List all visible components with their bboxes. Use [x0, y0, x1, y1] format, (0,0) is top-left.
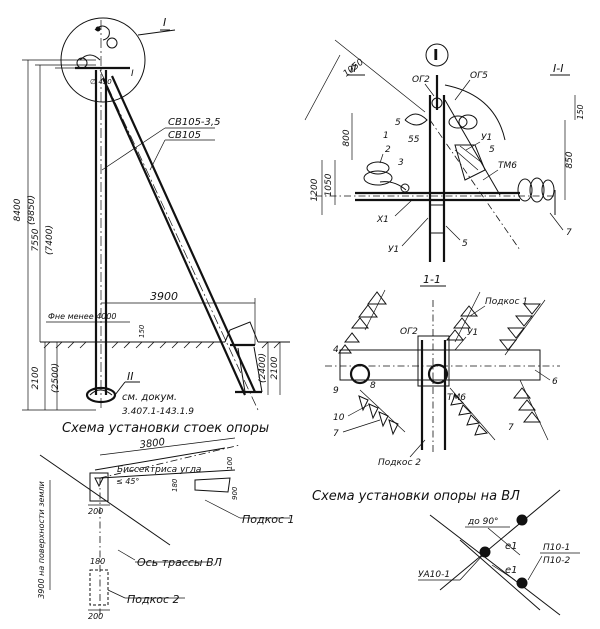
label-p10-2: П10-2: [543, 556, 570, 566]
span-dim: 3900: [150, 290, 178, 303]
label-og2: ОГ2: [412, 75, 430, 85]
depth-brace: 2100: [270, 356, 280, 379]
label-9: 9: [333, 386, 339, 396]
line-plan-caption: Схема установки опоры на ВЛ: [312, 489, 520, 504]
wire-label-1: СВ105-3,5: [168, 117, 220, 128]
section-mark-left: II: [350, 62, 357, 75]
label-brace-2: Подкос 2: [378, 458, 421, 468]
label-55: 55: [408, 135, 420, 145]
detail-section-mark: I: [131, 69, 134, 79]
label-7: 7: [566, 228, 572, 238]
detail-I: I II I-I: [304, 39, 585, 262]
insulator-string-upper-mid: [445, 291, 481, 343]
insulator-string-lower-right: [512, 379, 549, 441]
small-dim: 150: [138, 324, 146, 338]
label-og2-section: ОГ2: [400, 327, 418, 337]
dim-diag: 1050: [342, 57, 366, 79]
label-u1-bottom: У1: [388, 245, 399, 255]
label-6: 6: [552, 377, 558, 387]
label-tm6: ТМ6: [498, 161, 517, 171]
wire-label-2: СВ105: [168, 130, 201, 141]
label-brace-2-plan: Подкос 2: [127, 593, 180, 606]
insulator-string-upper-right: [498, 299, 546, 356]
callout-II: II: [127, 370, 134, 383]
insulator-string-lower-mid: [449, 387, 496, 441]
label-3: 3: [398, 158, 404, 168]
plan-caption: Схема установки стоек опоры: [62, 421, 269, 436]
ground-note: Фне менее 4000: [48, 312, 117, 321]
label-4: 4: [333, 345, 339, 355]
e1-label-1: е1: [505, 541, 518, 552]
line-angle-label: до 90°: [467, 517, 499, 527]
dim-1050: 1050: [324, 173, 334, 196]
label-5-right: 5: [489, 145, 495, 155]
label-x1: Х1: [376, 215, 389, 225]
label-10: 10: [333, 413, 345, 423]
section-title: 1-1: [423, 273, 441, 286]
side-dim-label: 3900 на поверхности земли: [37, 481, 46, 599]
label-1: 1: [383, 131, 389, 141]
label-5-bottom: 5: [462, 239, 468, 249]
dim-180: 180: [171, 478, 179, 492]
height-total-alt: (9850): [27, 195, 37, 225]
dim-150: 150: [576, 104, 585, 119]
section-mark-right: I-I: [553, 62, 563, 75]
dim-200-b: 200: [88, 612, 103, 621]
label-7-right: 7: [508, 423, 514, 433]
reference-line1: см. докум.: [122, 392, 177, 403]
dim-180-b: 180: [90, 557, 105, 566]
label-7-left: 7: [333, 429, 339, 439]
ground-hatching: [43, 341, 281, 349]
label-og5: ОГ5: [470, 71, 488, 81]
height-total: 8400: [13, 198, 23, 221]
reference-line2: 3.407.1-143.1.9: [122, 407, 194, 417]
label-u1-top: У1: [481, 133, 492, 143]
dim-200: 200: [88, 507, 103, 516]
detail-title: I: [433, 46, 439, 64]
dim-100: 100: [226, 456, 234, 470]
label-tm6-section: ТМ6: [447, 393, 466, 403]
depth-pole-alt: (2500): [51, 363, 61, 393]
bisector-label: Биссектриса угла: [117, 465, 201, 475]
insulator-string-upper-left: [338, 289, 387, 354]
detail-callout-label: I: [163, 16, 166, 29]
section-1-1: 1-1: [325, 273, 560, 468]
dim-850: 850: [565, 151, 575, 168]
dim-900: 900: [231, 486, 239, 500]
dim-1200: 1200: [310, 178, 320, 201]
plan-pole-installation: Схема установки стоек опоры 3800 Биссект…: [37, 421, 295, 621]
depth-pole: 2100: [31, 366, 41, 389]
label-2: 2: [385, 145, 391, 155]
label-ua10-1: УА10-1: [418, 570, 450, 580]
label-5: 5: [395, 118, 401, 128]
insulator-string-lower-left: [358, 389, 406, 436]
label-u1-section: У1: [467, 328, 478, 338]
axis-label: Ось трассы ВЛ: [137, 556, 222, 569]
angle-label: ≤ 45°: [116, 477, 139, 486]
label-8: 8: [370, 381, 376, 391]
label-brace-1-plan: Подкос 1: [242, 513, 295, 526]
dim-800: 800: [342, 129, 352, 146]
e1-label-2: е1: [505, 565, 518, 576]
label-brace-1: Подкос 1: [485, 297, 528, 307]
height-upper: 7550: [31, 228, 41, 251]
dim-3800: 3800: [139, 437, 166, 451]
depth-brace-alt: (2400): [258, 353, 268, 383]
height-upper-alt: (7400): [45, 225, 55, 255]
plan-line-installation: Схема установки опоры на ВЛ е1 е1 до 90°…: [312, 489, 580, 616]
pole-elevation: I I ∅ 430: [13, 16, 290, 417]
label-p10-1: П10-1: [543, 543, 570, 553]
